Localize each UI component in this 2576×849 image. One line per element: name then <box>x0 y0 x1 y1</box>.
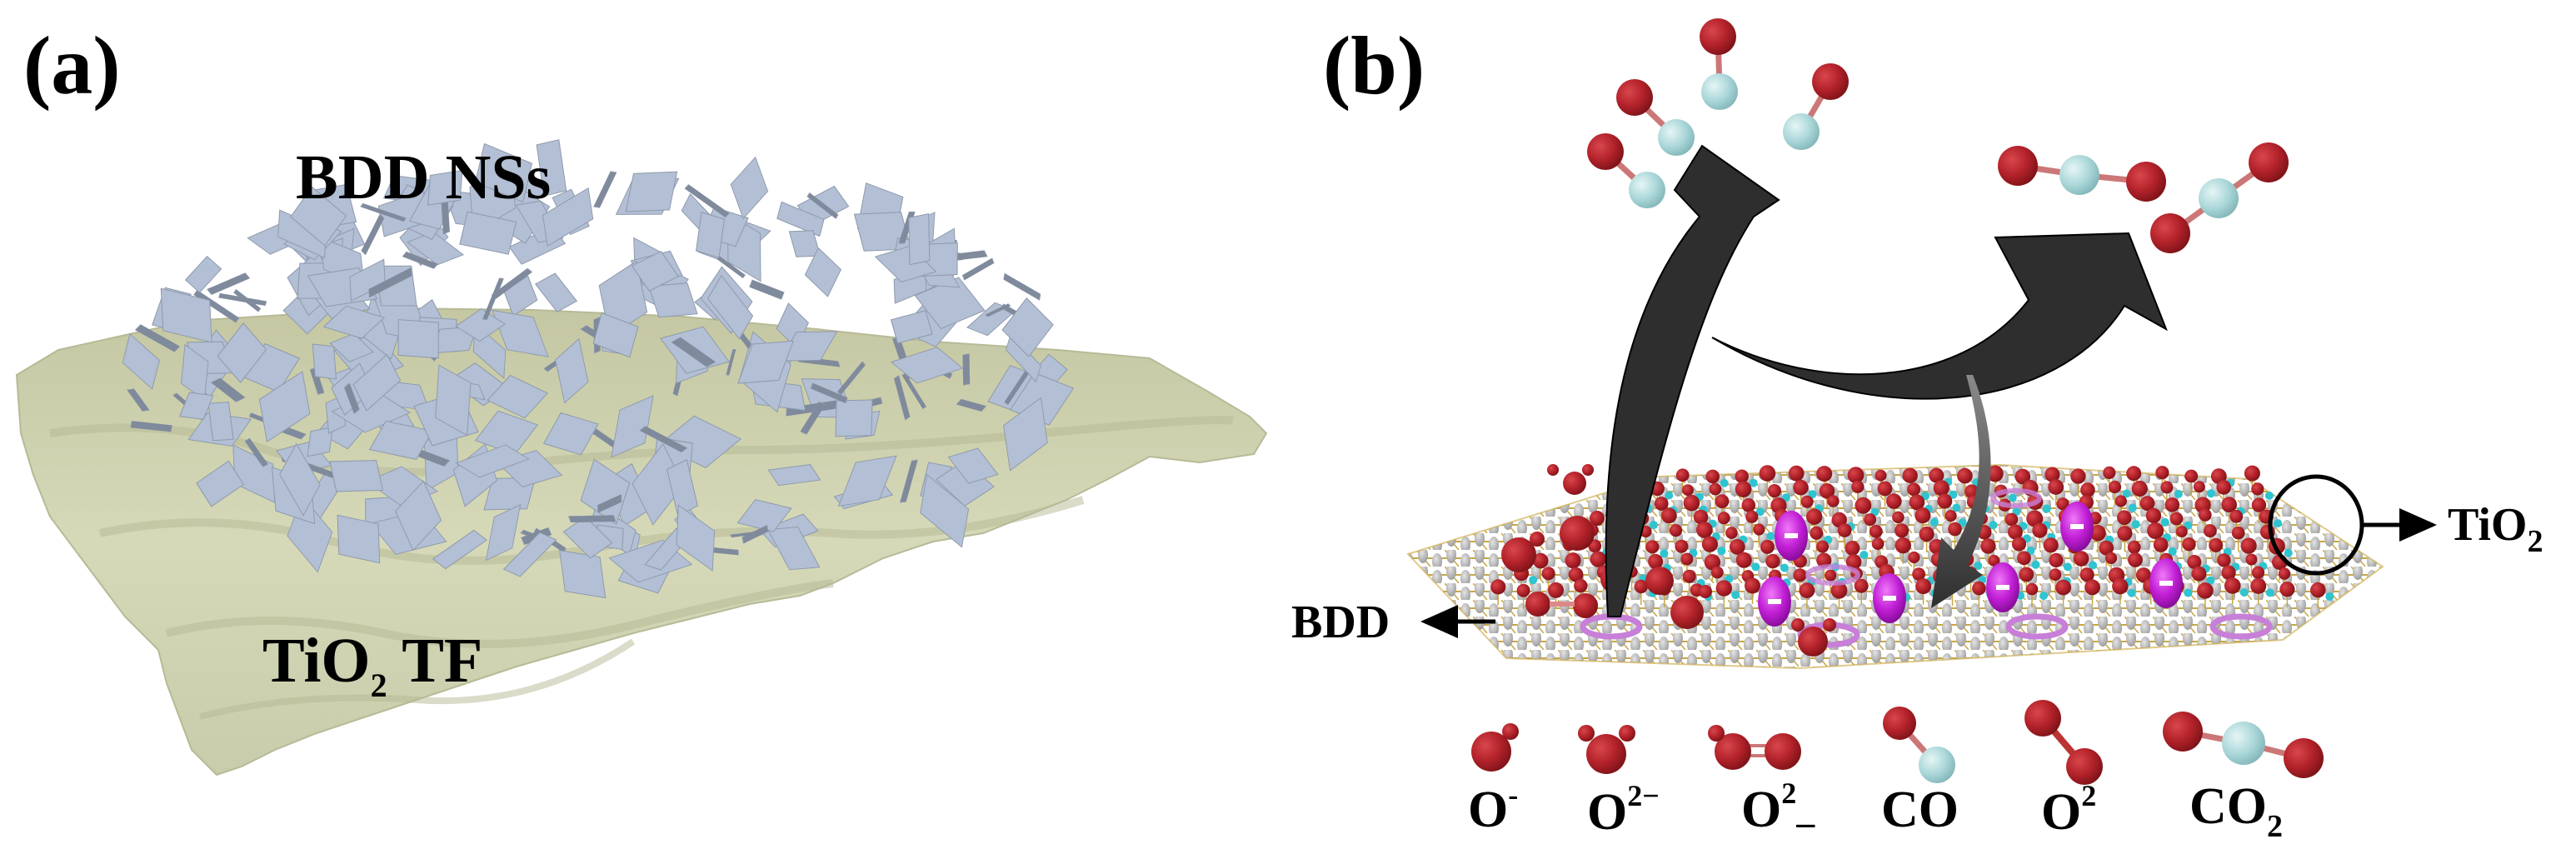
tio2-main: TiO <box>2448 499 2527 551</box>
o2minus-floating <box>1547 464 1594 495</box>
co-molecule-icon <box>1587 133 1665 208</box>
co-molecule-icon <box>1700 18 1738 110</box>
tio2-callout: TiO2 <box>2268 474 2543 576</box>
co-molecule-icon <box>1783 63 1849 150</box>
legend-item-o2-dash: O2– <box>1708 725 1815 843</box>
legend-item-o2: O2 <box>2024 700 2103 841</box>
legend-item-co2: CO2 <box>2163 712 2324 844</box>
desorbed-co2-molecules <box>1998 142 2289 253</box>
legend-label: O2 <box>2041 779 2096 841</box>
legend-label: CO <box>1881 782 1959 838</box>
tio2-tf-main: TiO <box>262 626 371 696</box>
legend-label: O2− <box>1587 779 1660 841</box>
legend-label: O- <box>1468 778 1518 838</box>
tio2-tf-subscript: 2 <box>371 667 387 704</box>
ring-icon <box>2005 613 2069 640</box>
electron-icon <box>1775 511 1808 561</box>
electron-icon <box>2149 558 2183 608</box>
co2-molecule-icon <box>1998 146 2166 202</box>
bdd-callout: BDD <box>1291 597 1495 648</box>
legend-item-co: CO <box>1881 707 1959 838</box>
upward-arrow-icon <box>1605 144 1780 617</box>
highlight-circle-icon <box>2268 474 2364 576</box>
electrons <box>1758 502 2183 627</box>
co2-icon <box>2163 712 2324 778</box>
electron-icon <box>1873 573 1906 623</box>
legend-label: O2– <box>1741 777 1815 843</box>
tio2-tf-tail: TF <box>387 626 483 696</box>
electron-icon <box>1758 577 1791 627</box>
legend-item-o2-minus: O2− <box>1578 725 1660 841</box>
desorbed-co-molecules <box>1587 18 1849 208</box>
species-legend: O- O2− O2– <box>1468 700 2324 844</box>
o2-double-bond-icon <box>1708 725 1801 770</box>
o-minus-icon <box>1471 723 1519 772</box>
electron-icon <box>1986 562 2019 612</box>
o2-minus-icon <box>1578 725 1635 774</box>
co2-molecule-icon <box>2150 142 2289 253</box>
reaction-arrows <box>1605 144 2168 617</box>
tio2-subscript: 2 <box>2527 524 2543 559</box>
tio2-tf-label: TiO2 TF <box>262 626 482 704</box>
legend-label: CO2 <box>2189 778 2283 844</box>
panel-b-label: (b) <box>1323 19 1425 112</box>
curved-arrow-icon <box>1711 232 2168 400</box>
co-icon <box>1883 707 1955 783</box>
co-molecule-icon <box>1616 79 1695 156</box>
panel-a-label: (a) <box>23 19 121 112</box>
panel-b: (b) <box>1291 18 2543 844</box>
panel-a: (a) BDD NSs TiO2 TF <box>15 19 1268 777</box>
bdd-nanosheets <box>122 139 1075 599</box>
bdd-nss-label: BDD NSs <box>296 142 551 212</box>
tio2-label: TiO2 <box>2448 499 2543 559</box>
bdd-label: BDD <box>1291 597 1390 648</box>
downward-arrow-icon <box>1931 375 1991 608</box>
electron-icon <box>2060 502 2094 552</box>
o2-icon <box>2024 700 2103 785</box>
legend-item-o-minus: O- <box>1468 723 1519 838</box>
defect-rings <box>1580 488 2273 648</box>
ring-icon <box>2209 613 2273 640</box>
